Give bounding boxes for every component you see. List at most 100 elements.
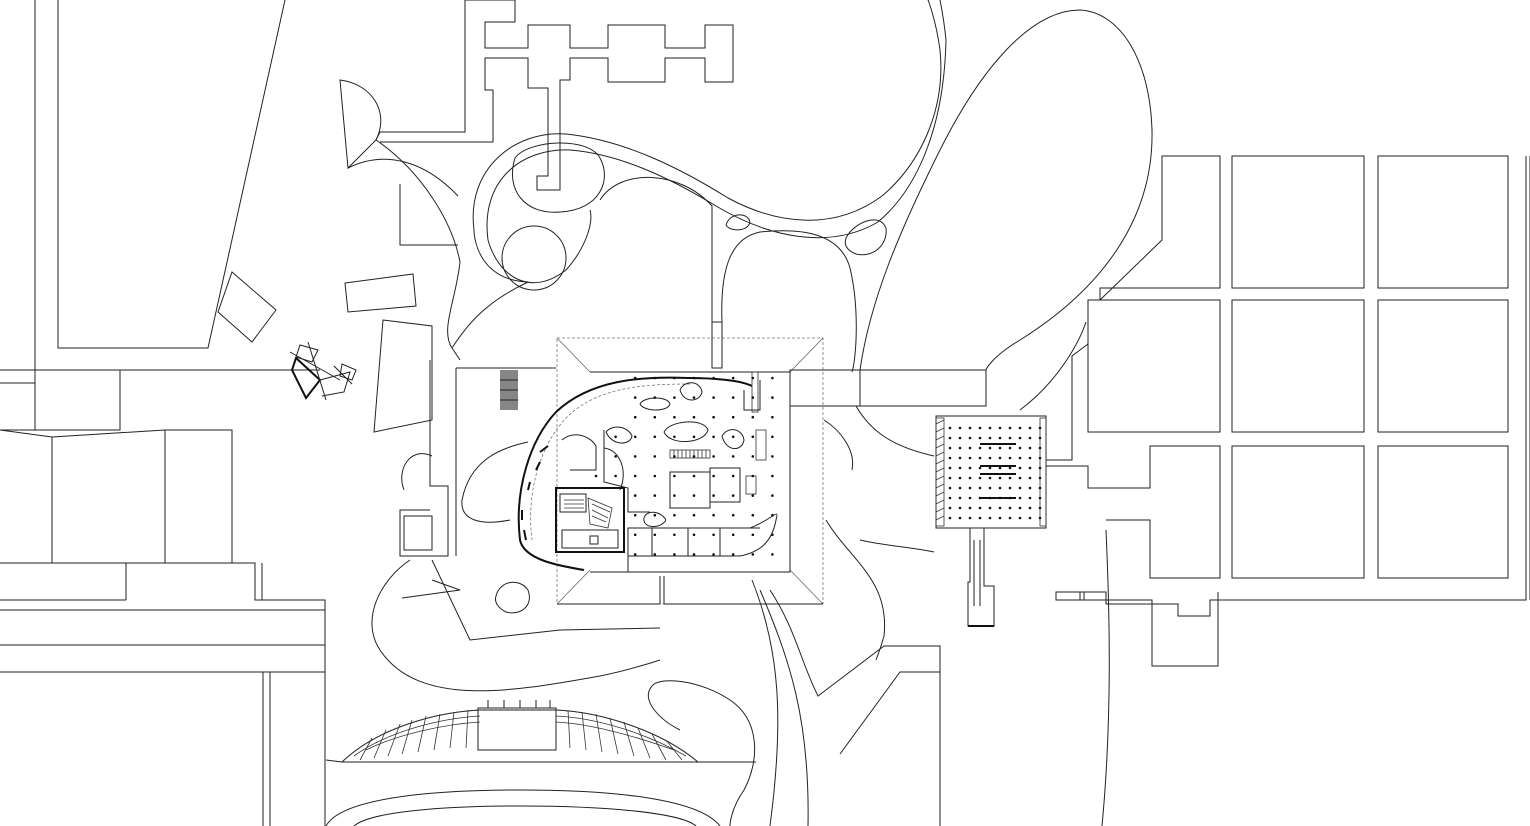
column-dot — [751, 533, 755, 537]
column-dot — [653, 435, 657, 439]
south-stadium — [325, 680, 756, 826]
column-dot — [968, 496, 972, 500]
column-dot — [751, 376, 755, 380]
column-dot — [958, 476, 962, 480]
column-dot — [633, 415, 637, 419]
column-dot — [1008, 476, 1012, 480]
column-dot — [1038, 516, 1042, 520]
column-dot — [653, 513, 657, 517]
column-dot — [968, 436, 972, 440]
column-dot — [998, 456, 1002, 460]
column-dot — [653, 455, 657, 458]
column-dot — [978, 456, 982, 460]
column-dot — [988, 426, 992, 430]
column-dot — [673, 455, 676, 458]
column-dot — [978, 506, 982, 510]
column-dot — [712, 376, 715, 380]
column-dot — [771, 376, 774, 380]
column-dot — [988, 516, 992, 520]
column-dot — [1018, 516, 1022, 520]
column-dot — [978, 446, 982, 450]
column-dot — [1008, 516, 1012, 520]
column-dot — [1028, 446, 1032, 450]
column-dot — [1028, 466, 1032, 470]
small-pavilion-outline — [217, 271, 277, 343]
column-dot — [751, 415, 755, 419]
column-dot — [998, 506, 1002, 510]
column-dot — [712, 494, 715, 497]
column-dot — [771, 513, 774, 517]
column-dot — [731, 533, 735, 537]
column-dot — [731, 435, 735, 439]
column-dot — [771, 553, 774, 556]
column-dot — [1008, 496, 1012, 500]
column-dot — [1038, 496, 1042, 500]
column-dot — [653, 396, 657, 399]
column-dot — [731, 396, 735, 399]
column-dot — [948, 506, 952, 510]
column-dot — [751, 553, 755, 556]
column-dot — [958, 426, 962, 430]
column-dot — [1028, 506, 1032, 510]
column-dot — [988, 466, 992, 470]
column-dot — [968, 516, 972, 520]
column-dot — [1008, 466, 1012, 470]
column-dot — [633, 396, 637, 399]
column-dot — [673, 376, 676, 380]
column-dot — [1028, 496, 1032, 500]
column-dot — [594, 474, 598, 478]
column-dot — [633, 455, 637, 458]
column-dot — [731, 494, 735, 497]
column-dot — [958, 456, 962, 460]
column-dot — [1028, 516, 1032, 520]
column-dot — [673, 533, 676, 537]
column-dot — [614, 455, 617, 458]
column-dot — [633, 474, 637, 478]
column-dot — [771, 474, 774, 478]
column-dot — [751, 455, 755, 458]
column-dot — [998, 466, 1002, 470]
column-dot — [968, 506, 972, 510]
column-dot — [673, 513, 676, 517]
column-dot — [988, 486, 992, 490]
column-dot — [771, 415, 774, 419]
column-dot — [1008, 486, 1012, 490]
north-complex — [339, 0, 734, 433]
column-dot — [771, 435, 774, 439]
column-dot — [633, 376, 637, 380]
column-dot — [978, 436, 982, 440]
column-dot — [968, 466, 972, 470]
column-dot — [1028, 426, 1032, 430]
column-dot — [958, 466, 962, 470]
column-dot — [988, 436, 992, 440]
column-dot — [958, 486, 962, 490]
column-dot — [978, 426, 982, 430]
column-dot — [731, 376, 735, 380]
column-dot — [673, 396, 676, 399]
column-dot — [948, 476, 952, 480]
column-dot — [1018, 486, 1022, 490]
column-dot — [1008, 426, 1012, 430]
column-dot — [692, 494, 696, 497]
column-dot — [673, 494, 676, 497]
column-dot — [958, 506, 962, 510]
column-dot — [653, 533, 657, 537]
column-dot — [1018, 446, 1022, 450]
main-building-column-grid — [594, 376, 774, 556]
column-dot — [653, 415, 657, 419]
column-dot — [1008, 436, 1012, 440]
column-dot — [1018, 476, 1022, 480]
column-dot — [1018, 496, 1022, 500]
column-dot — [692, 553, 696, 556]
column-dot — [633, 513, 637, 517]
column-dot — [998, 486, 1002, 490]
column-dot — [968, 476, 972, 480]
column-dot — [751, 396, 755, 399]
column-dot — [978, 496, 982, 500]
column-dot — [988, 446, 992, 450]
column-dot — [692, 533, 696, 537]
column-dot — [998, 436, 1002, 440]
column-dot — [1008, 506, 1012, 510]
column-dot — [673, 415, 676, 419]
